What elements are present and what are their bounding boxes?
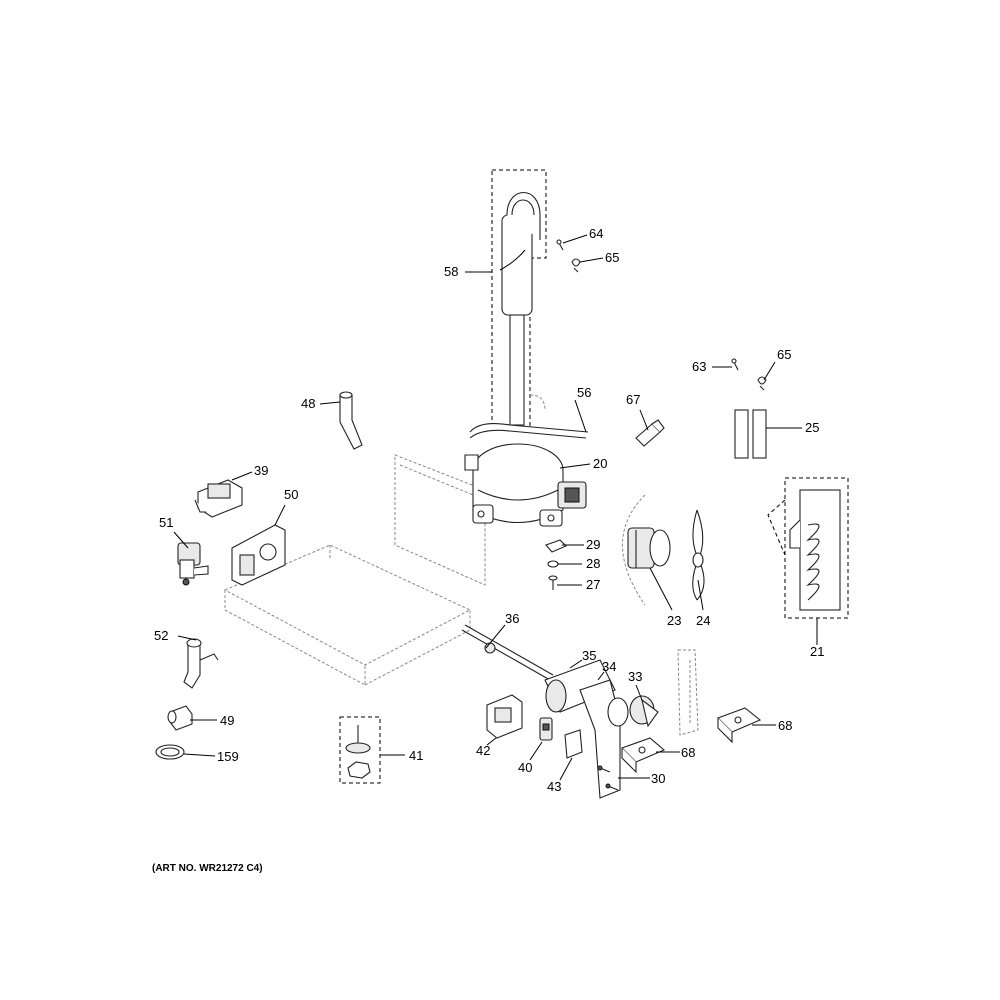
part-43-plate[interactable] <box>564 729 583 759</box>
part-28-washer[interactable] <box>547 560 559 568</box>
callout-58: 58 <box>444 264 458 279</box>
bracket-upright <box>677 649 699 736</box>
callout-63: 63 <box>692 359 706 374</box>
part-67-capsule[interactable] <box>635 419 665 447</box>
part-34-housing[interactable] <box>579 679 629 799</box>
part-51-water-valve[interactable] <box>177 542 209 586</box>
callout-64: 64 <box>589 226 603 241</box>
part-40-switch[interactable] <box>539 717 553 741</box>
part-42-control-box[interactable] <box>486 694 523 739</box>
part-49-fitting[interactable] <box>167 705 193 731</box>
callout-40: 40 <box>518 760 532 775</box>
callout-20: 20 <box>593 456 607 471</box>
callout-50: 50 <box>284 487 298 502</box>
part-50-cover[interactable] <box>231 524 286 586</box>
part-159-gasket[interactable] <box>155 744 185 760</box>
base-pan-outline <box>223 454 486 686</box>
part-29-bracket[interactable] <box>545 539 567 553</box>
callout-23: 23 <box>667 613 681 628</box>
callout-35: 35 <box>582 648 596 663</box>
part-23-fan-motor[interactable] <box>622 494 671 606</box>
part-52-fill-tube[interactable] <box>183 638 219 689</box>
part-24-fan-blade[interactable] <box>692 509 705 601</box>
callout-27: 27 <box>586 577 600 592</box>
part-35-auger[interactable] <box>544 659 616 713</box>
callout-25: 25 <box>805 420 819 435</box>
part-39-relay[interactable] <box>194 479 243 518</box>
part-58-tube-group[interactable] <box>491 169 547 431</box>
callout-68-a: 68 <box>778 718 792 733</box>
callout-34: 34 <box>602 659 616 674</box>
callout-67: 67 <box>626 392 640 407</box>
part-56-process-tube[interactable] <box>469 394 589 439</box>
art-number-label: (ART NO. WR21272 C4) <box>152 863 263 874</box>
callout-52: 52 <box>154 628 168 643</box>
callout-41: 41 <box>409 748 423 763</box>
part-64-pin[interactable] <box>556 239 564 251</box>
callout-24: 24 <box>696 613 710 628</box>
part-65-clip-b[interactable] <box>757 376 767 391</box>
callout-21: 21 <box>810 644 824 659</box>
part-21-condenser-group[interactable] <box>767 477 849 619</box>
part-65-clip-a[interactable] <box>571 258 581 273</box>
callout-labels: 58 64 65 63 65 56 67 25 48 20 39 50 51 2… <box>154 226 824 794</box>
part-25-pads[interactable] <box>734 409 767 459</box>
callout-43: 43 <box>547 779 561 794</box>
part-63-pin[interactable] <box>731 358 739 371</box>
callout-29: 29 <box>586 537 600 552</box>
part-36-tube[interactable] <box>461 624 554 681</box>
callout-159: 159 <box>217 749 239 764</box>
part-33-cap[interactable] <box>629 695 659 728</box>
part-68-bracket-a[interactable] <box>717 707 762 744</box>
callout-65-b: 65 <box>777 347 791 362</box>
callout-49: 49 <box>220 713 234 728</box>
callout-48: 48 <box>301 396 315 411</box>
part-41-leveling-legs[interactable] <box>339 716 381 784</box>
part-68-bracket-b[interactable] <box>620 737 666 774</box>
part-20-compressor[interactable] <box>464 443 587 527</box>
part-30-screws[interactable] <box>597 765 619 791</box>
leader-lines <box>173 234 818 781</box>
callout-56: 56 <box>577 385 591 400</box>
part-48-elbow-tube[interactable] <box>339 391 363 450</box>
callout-28: 28 <box>586 556 600 571</box>
callout-39: 39 <box>254 463 268 478</box>
callout-30: 30 <box>651 771 665 786</box>
callout-36: 36 <box>505 611 519 626</box>
callout-51: 51 <box>159 515 173 530</box>
part-27-screw[interactable] <box>548 575 558 590</box>
callout-68-b: 68 <box>681 745 695 760</box>
callout-33: 33 <box>628 669 642 684</box>
callout-65-a: 65 <box>605 250 619 265</box>
callout-42: 42 <box>476 743 490 758</box>
